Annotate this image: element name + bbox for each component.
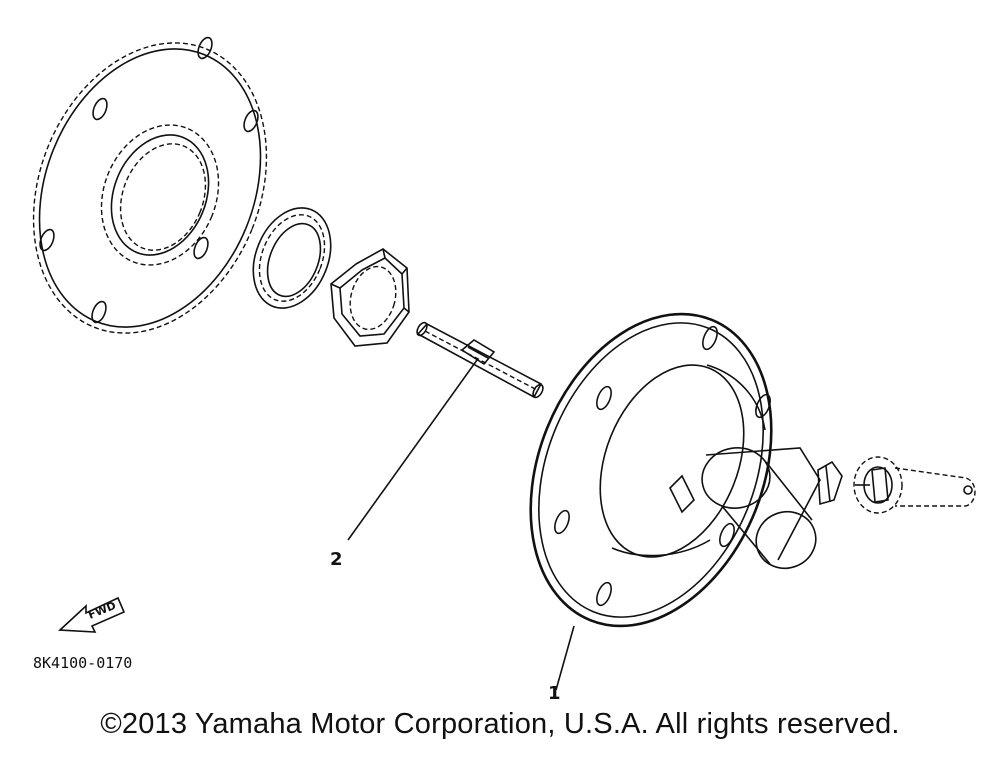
leader-line-2 bbox=[347, 359, 478, 541]
callout-2: 2 bbox=[330, 549, 343, 570]
coupler bbox=[853, 456, 976, 514]
lock-washer bbox=[252, 207, 332, 309]
fwd-arrow-icon: FWD bbox=[58, 596, 126, 633]
leader-line-1 bbox=[555, 625, 575, 691]
spline-shaft bbox=[416, 321, 544, 399]
left-flange-plate bbox=[32, 36, 268, 334]
fwd-label: FWD bbox=[86, 599, 118, 622]
copyright-notice: ©2013 Yamaha Motor Corporation, U.S.A. A… bbox=[100, 708, 900, 740]
part-code: 8K4100-0170 bbox=[33, 654, 132, 672]
callout-1: 1 bbox=[548, 683, 561, 700]
hex-nut bbox=[330, 248, 410, 347]
drive-hub-assembly bbox=[529, 312, 843, 628]
exploded-view-svg: 2 1 FWD 8K4100-0170 bbox=[32, 36, 976, 700]
